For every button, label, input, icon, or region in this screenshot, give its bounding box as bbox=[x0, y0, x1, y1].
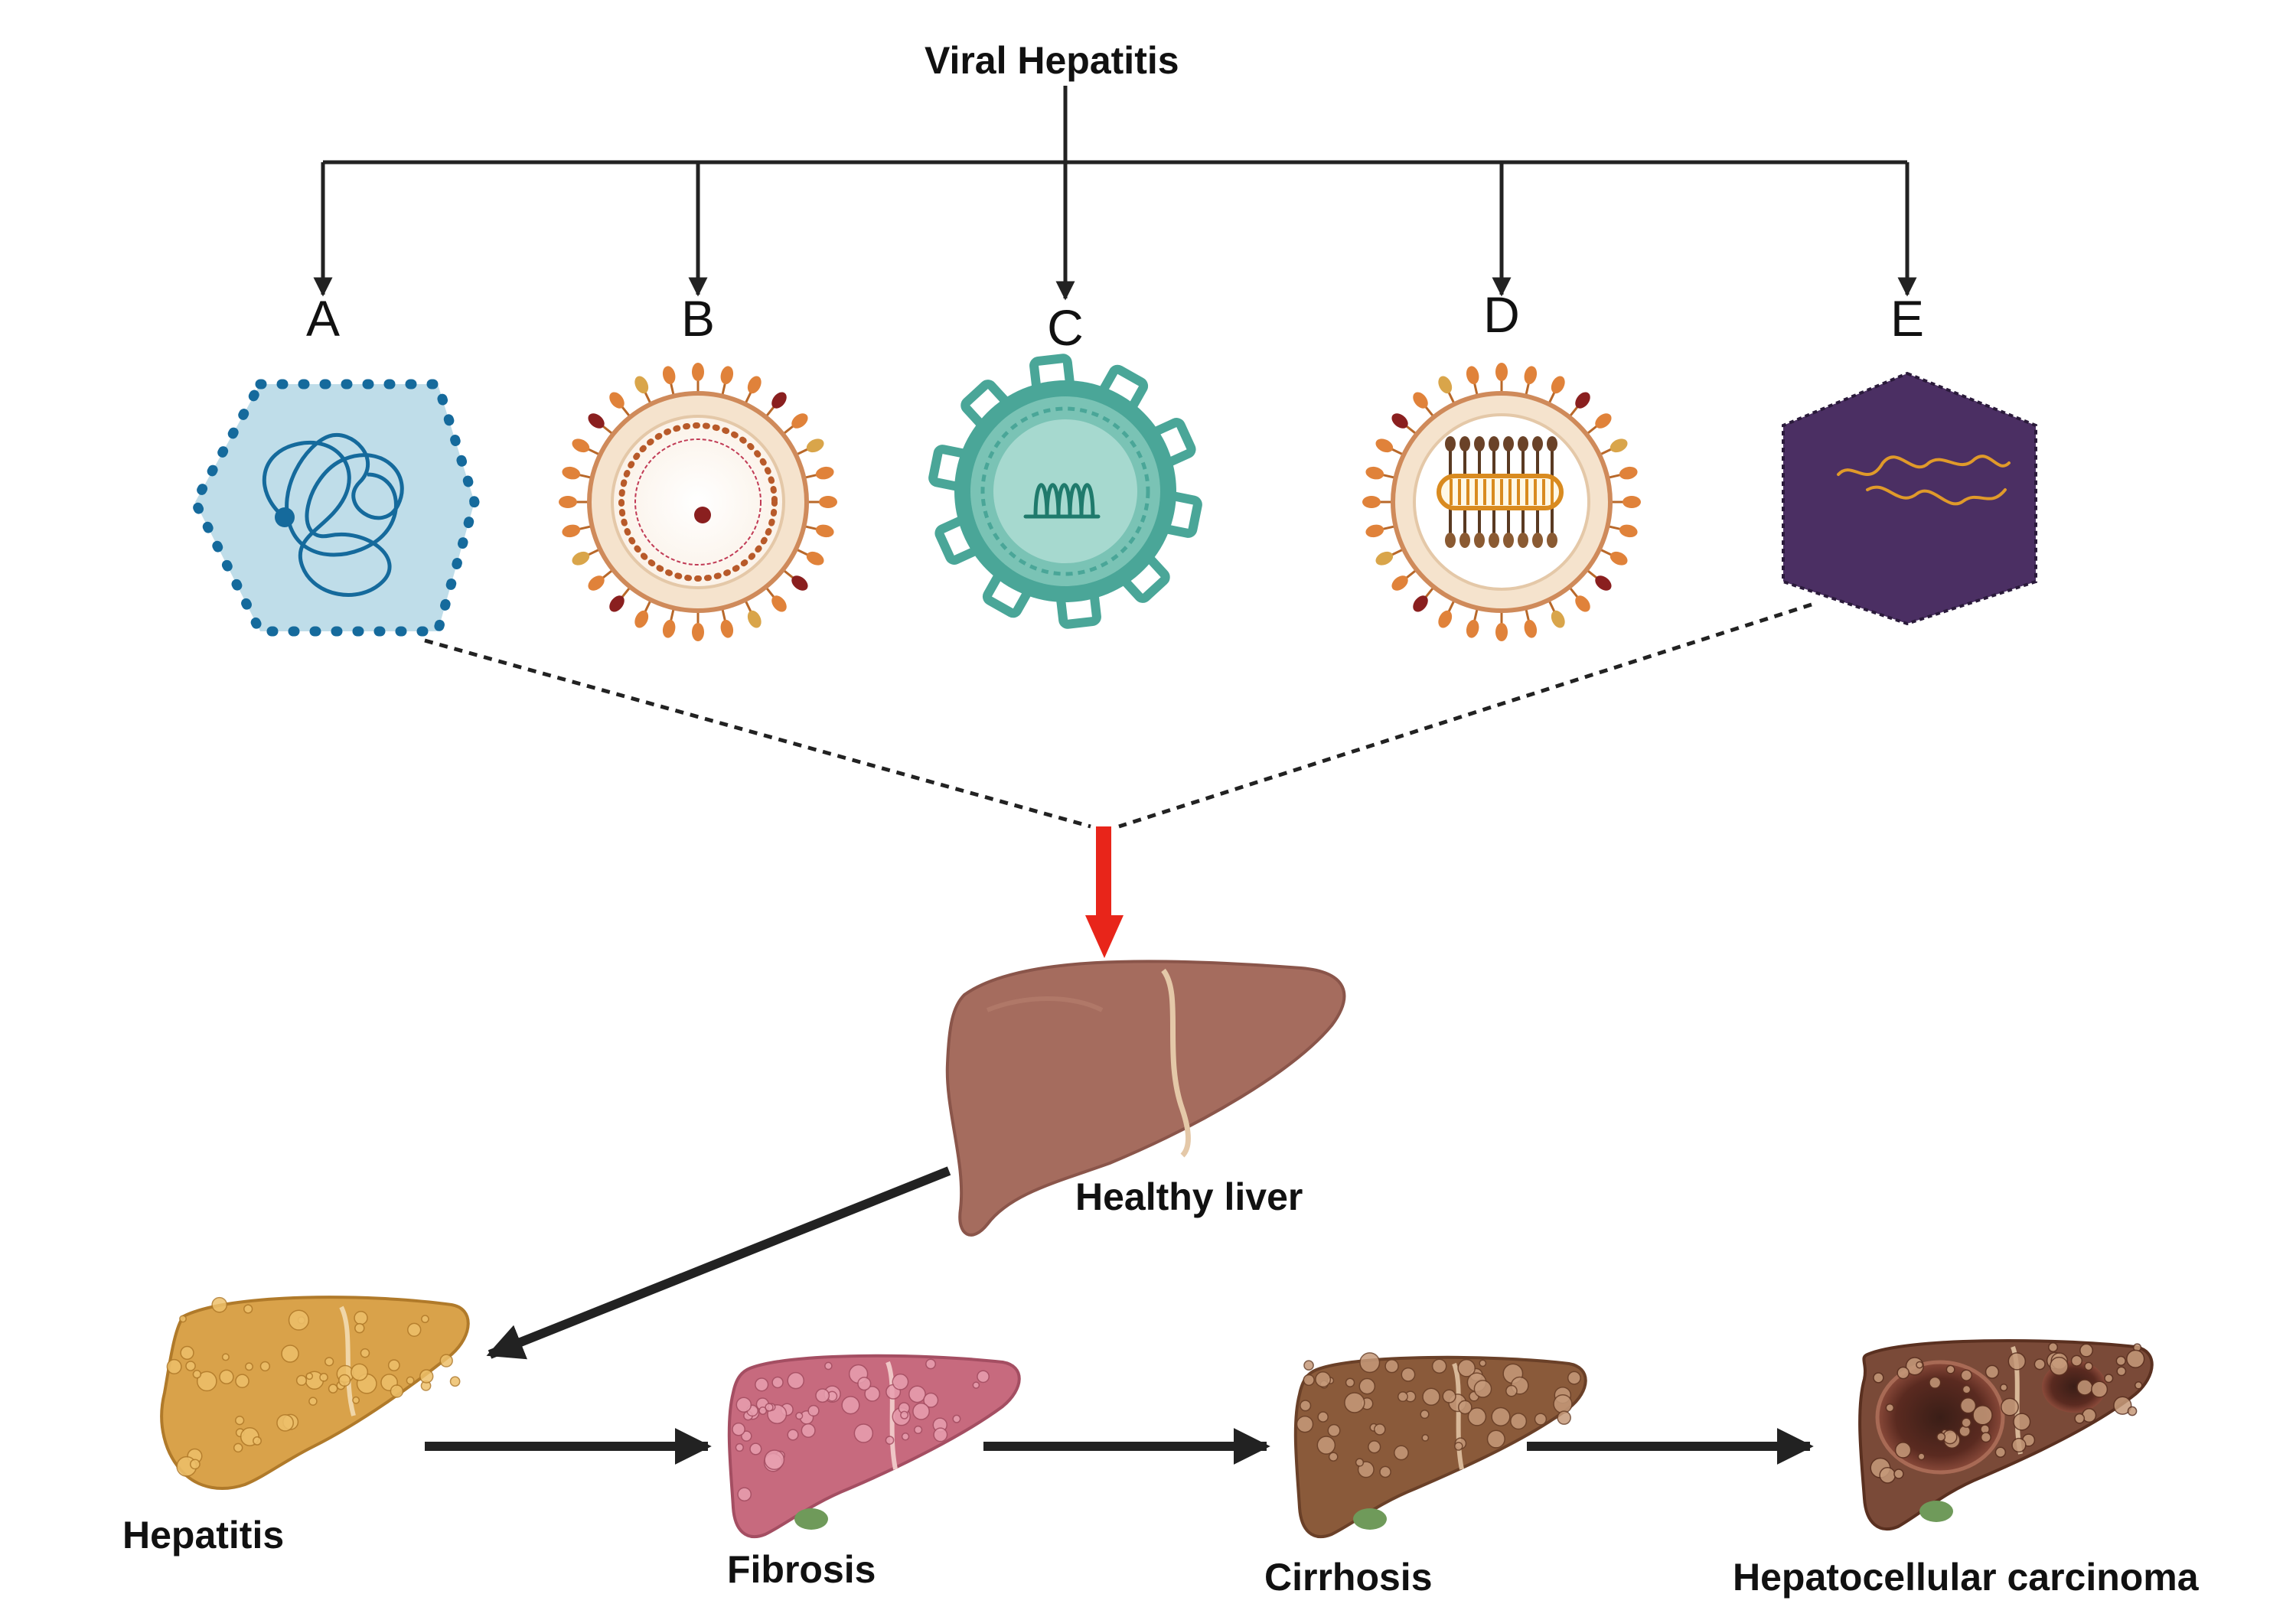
arrow-to-hepatitis bbox=[486, 1166, 951, 1360]
tree-connector bbox=[313, 86, 1917, 301]
hepatitis-e-virus-icon bbox=[1782, 371, 2037, 626]
convergence-lines bbox=[424, 602, 1812, 829]
hepatitis-a-virus-icon bbox=[190, 379, 480, 637]
hepatitis-b-virus-icon bbox=[559, 363, 837, 641]
hepatitis-liver-icon bbox=[160, 1296, 470, 1490]
healthy-liver-icon bbox=[945, 960, 1346, 1237]
hepatitis-d-virus-icon bbox=[1362, 363, 1641, 641]
hepatitis-c-virus-icon bbox=[928, 354, 1202, 629]
infection-arrow bbox=[1085, 826, 1124, 958]
fibrotic-liver-icon bbox=[727, 1354, 1021, 1539]
